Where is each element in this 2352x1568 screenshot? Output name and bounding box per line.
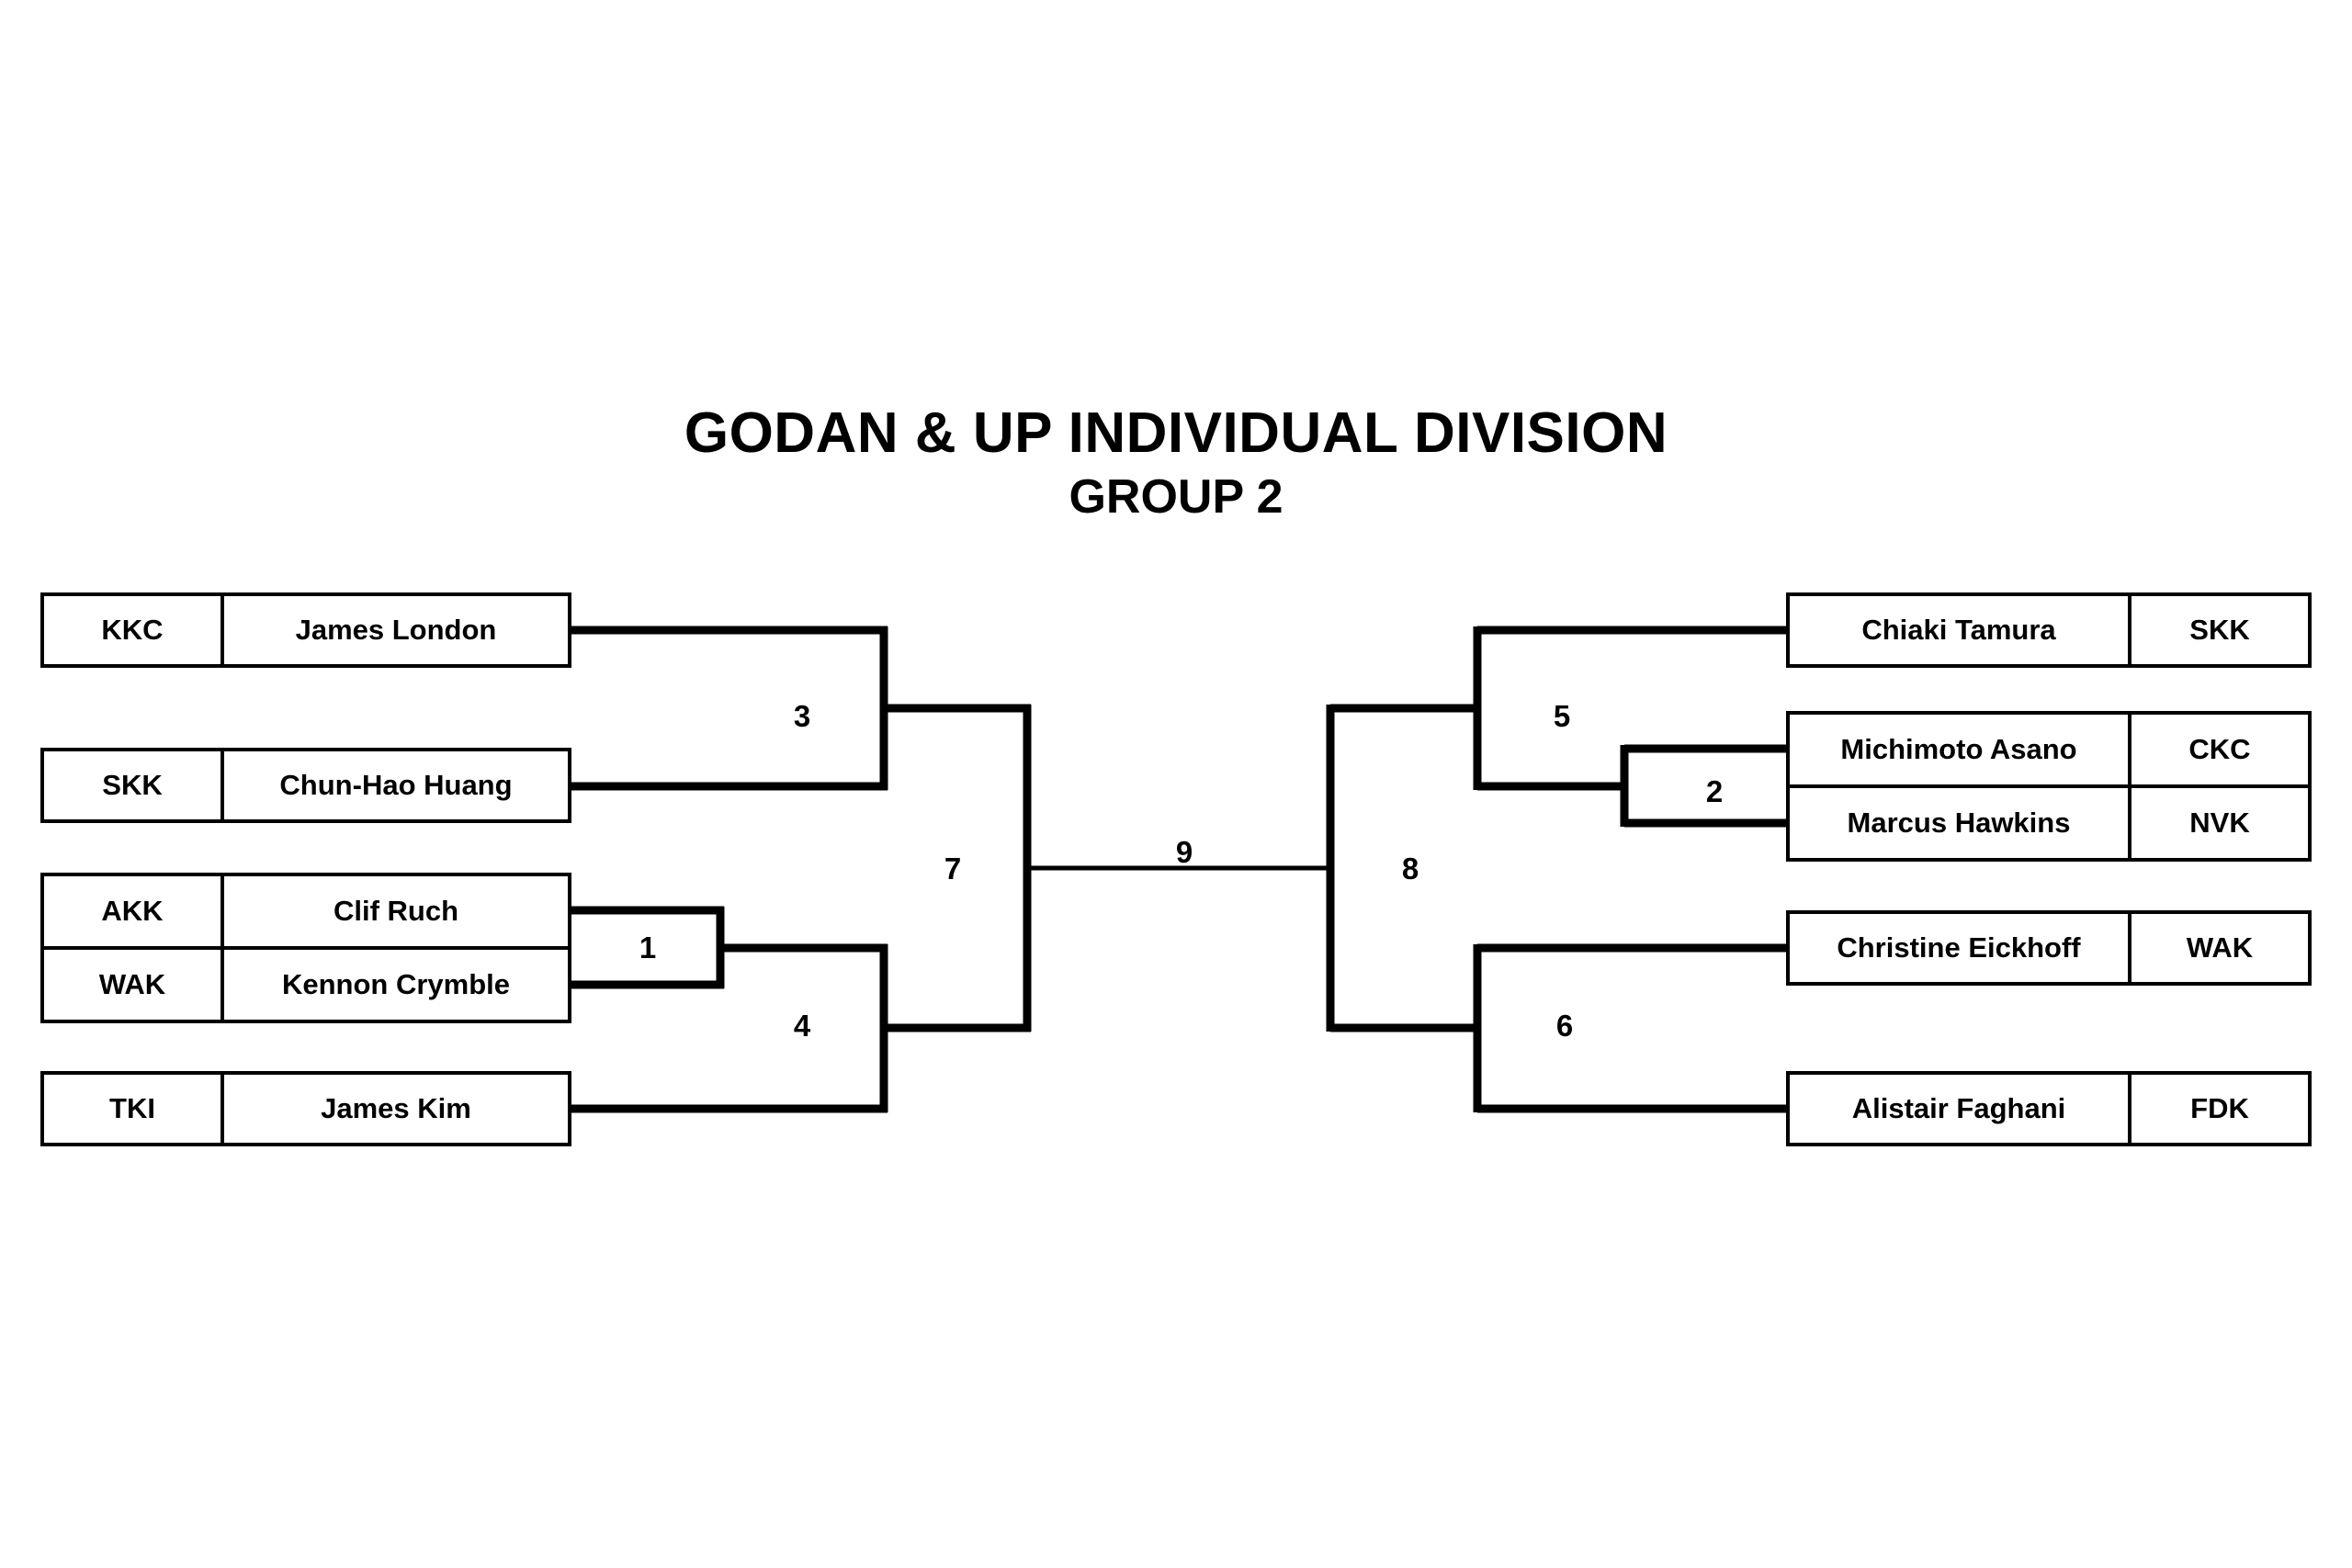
competitor-name: James Kim: [321, 1092, 471, 1124]
competitor-slot-right-1[interactable]: Chiaki Tamura SKK: [1786, 592, 2312, 668]
dojo-code: AKK: [44, 876, 224, 946]
match-number-6: 6: [1555, 1009, 1574, 1043]
page-title: GODAN & UP INDIVIDUAL DIVISION: [684, 401, 1668, 465]
match-number-1: 1: [639, 931, 657, 964]
dojo-code: WAK: [44, 950, 224, 1020]
match-number-3: 3: [793, 699, 811, 733]
competitor-name: Chun-Hao Huang: [279, 769, 513, 801]
competitor-slot-left-2[interactable]: SKK Chun-Hao Huang: [40, 748, 571, 823]
competitor-slot-right-4[interactable]: Christine Eickhoff WAK: [1786, 910, 2312, 986]
dojo-code: SKK: [2189, 614, 2250, 646]
dojo-code: NVK: [2189, 807, 2250, 839]
competitor-slot-right-5[interactable]: Alistair Faghani FDK: [1786, 1071, 2312, 1146]
competitor-name: Alistair Faghani: [1790, 1075, 2132, 1143]
competitor-name: Clif Ruch: [333, 895, 459, 927]
match-number-8: 8: [1401, 852, 1419, 886]
competitor-slot-right-2[interactable]: Michimoto Asano CKC: [1786, 711, 2312, 786]
page-subtitle: GROUP 2: [1069, 470, 1283, 525]
competitor-name: James London: [295, 614, 497, 646]
competitor-name: Marcus Hawkins: [1790, 788, 2132, 858]
competitor-slot-left-1[interactable]: KKC James London: [40, 592, 571, 668]
match-number-5: 5: [1553, 699, 1571, 733]
competitor-name: Michimoto Asano: [1790, 715, 2132, 784]
competitor-slot-right-3[interactable]: Marcus Hawkins NVK: [1786, 786, 2312, 862]
page-title-block: GODAN & UP INDIVIDUAL DIVISION GROUP 2: [0, 404, 2352, 524]
match-number-9: 9: [1175, 835, 1193, 869]
competitor-name: Kennon Crymble: [281, 968, 511, 1000]
dojo-code: SKK: [44, 751, 224, 819]
competitor-slot-left-4[interactable]: WAK Kennon Crymble: [40, 948, 571, 1023]
competitor-name: Chiaki Tamura: [1790, 596, 2132, 664]
match-number-4: 4: [793, 1009, 811, 1043]
dojo-code: FDK: [2190, 1092, 2249, 1124]
match-number-7: 7: [944, 852, 962, 886]
match-number-2: 2: [1705, 774, 1724, 808]
competitor-slot-left-5[interactable]: TKI James Kim: [40, 1071, 571, 1146]
dojo-code: TKI: [44, 1075, 224, 1143]
competitor-slot-left-3[interactable]: AKK Clif Ruch: [40, 873, 571, 948]
competitor-name: Christine Eickhoff: [1790, 914, 2132, 982]
dojo-code: WAK: [2186, 931, 2254, 964]
dojo-code: KKC: [44, 596, 224, 664]
dojo-code: CKC: [2188, 733, 2251, 765]
